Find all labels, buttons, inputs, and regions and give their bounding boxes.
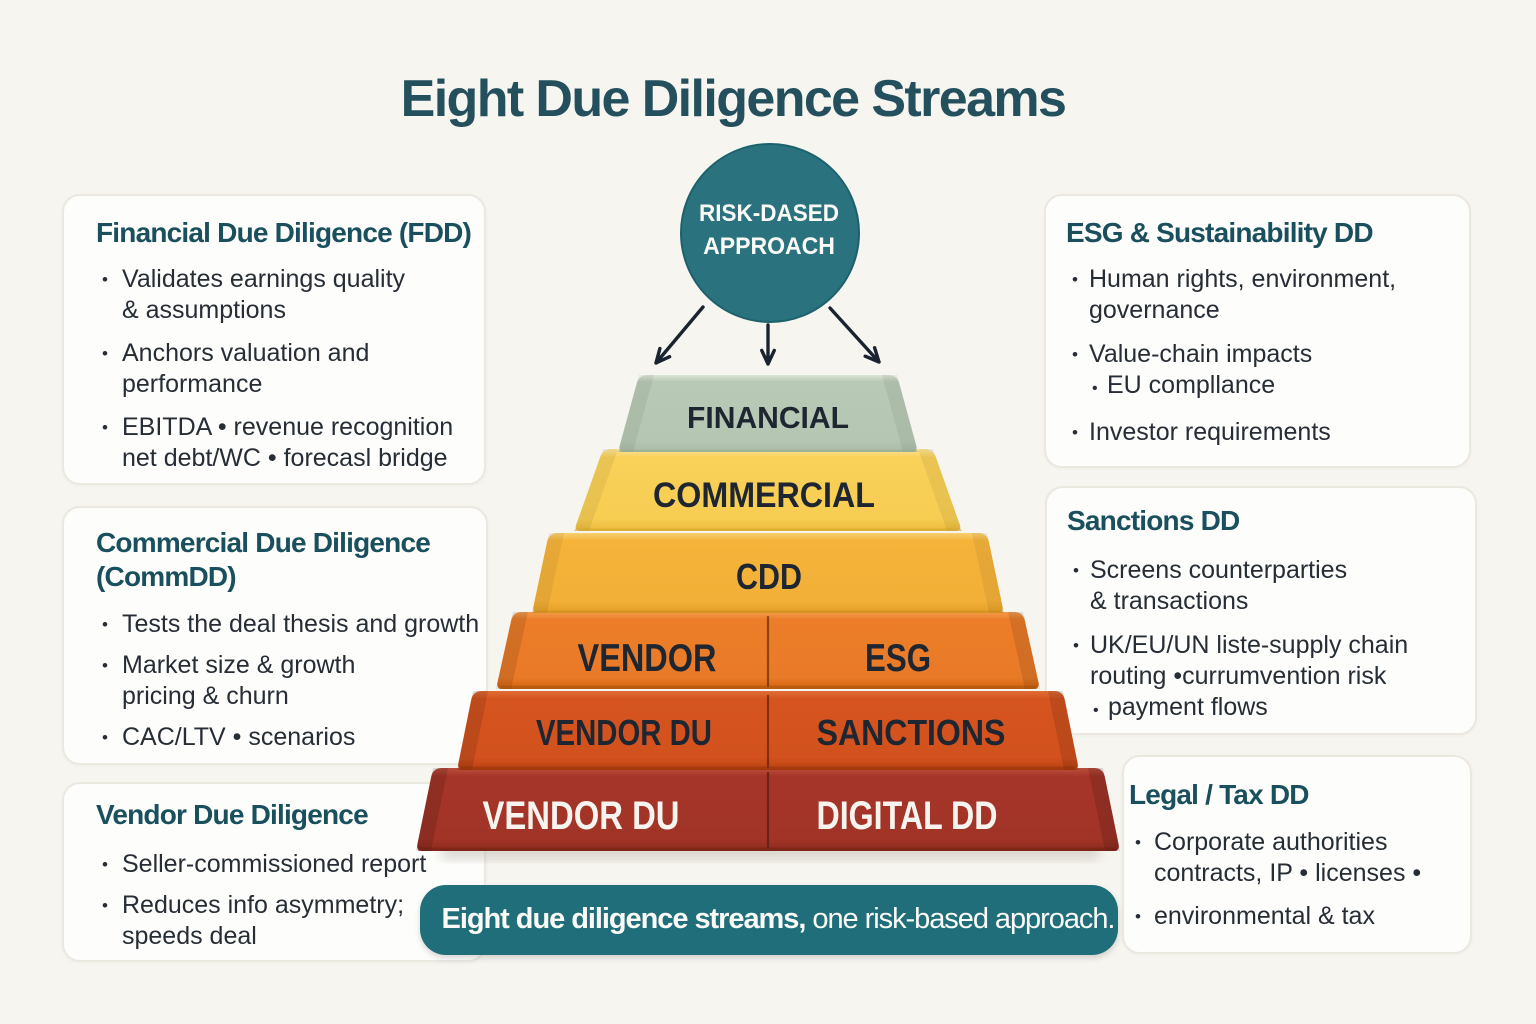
svg-text:SANCTIONS: SANCTIONS (817, 713, 1006, 753)
svg-text:ESG: ESG (865, 637, 931, 680)
svg-text:VENDOR: VENDOR (578, 636, 717, 679)
svg-text:APPROACH: APPROACH (703, 233, 835, 260)
svg-text:VENDOR DU: VENDOR DU (536, 712, 712, 753)
svg-text:COMMERCIAL: COMMERCIAL (653, 477, 875, 515)
svg-text:CDD: CDD (736, 558, 802, 598)
svg-text:RISK-DASED: RISK-DASED (699, 199, 839, 226)
svg-text:VENDOR DU: VENDOR DU (483, 793, 680, 838)
svg-text:FINANCIAL: FINANCIAL (687, 401, 849, 436)
svg-text:DIGITAL DD: DIGITAL DD (817, 793, 998, 838)
